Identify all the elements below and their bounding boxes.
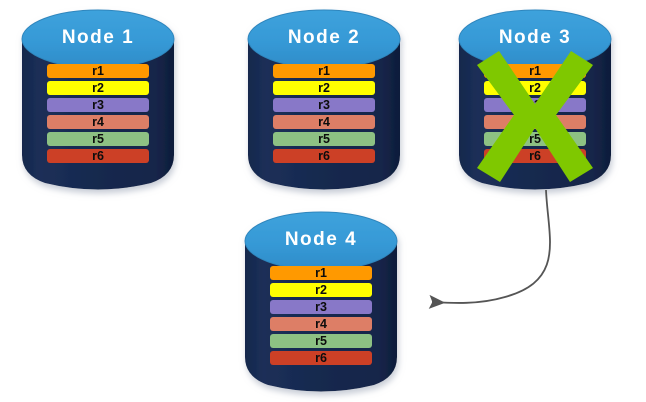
node-cylinder-node4[interactable]: Node 4 r1 r2 r3 r4 r5 r6 xyxy=(244,211,398,392)
record-label-r5: r5 xyxy=(529,132,541,146)
record-bar-r6[interactable] xyxy=(270,351,372,365)
node-title: Node 4 xyxy=(285,229,357,250)
record-bar-r4[interactable] xyxy=(273,115,375,129)
record-bar-r2[interactable] xyxy=(270,283,372,297)
record-label-r5: r5 xyxy=(318,132,330,146)
record-bar-r5[interactable] xyxy=(47,132,149,146)
record-label-r3: r3 xyxy=(92,98,104,112)
cross-x-icon xyxy=(477,51,593,182)
record-label-r6: r6 xyxy=(315,351,327,365)
record-label-r2: r2 xyxy=(529,81,541,95)
record-bar-r1[interactable] xyxy=(270,266,372,280)
record-label-r4: r4 xyxy=(318,115,330,129)
record-bar-r2[interactable] xyxy=(273,81,375,95)
node-cylinder-node1[interactable]: Node 1 r1 r2 r3 r4 r5 r6 xyxy=(21,9,175,190)
record-bar-r3[interactable] xyxy=(47,98,149,112)
record-bar-r2[interactable] xyxy=(47,81,149,95)
record-label-r1: r1 xyxy=(318,64,330,78)
record-bar-r6[interactable] xyxy=(47,149,149,163)
record-label-r2: r2 xyxy=(318,81,330,95)
record-bar-r6[interactable] xyxy=(273,149,375,163)
record-label-r5: r5 xyxy=(92,132,104,146)
record-bar-r1[interactable] xyxy=(47,64,149,78)
record-label-r5: r5 xyxy=(315,334,327,348)
record-label-r2: r2 xyxy=(92,81,104,95)
record-label-r3: r3 xyxy=(318,98,330,112)
record-stack: r1 r2 r3 r4 r5 r6 xyxy=(270,266,372,365)
node-title: Node 2 xyxy=(288,27,360,48)
record-label-r6: r6 xyxy=(92,149,104,163)
record-label-r1: r1 xyxy=(315,266,327,280)
record-label-r6: r6 xyxy=(318,149,330,163)
record-bar-r3[interactable] xyxy=(273,98,375,112)
record-stack: r1 r2 r3 r4 r5 r6 xyxy=(47,64,149,163)
node-title: Node 1 xyxy=(62,27,134,48)
record-bar-r4[interactable] xyxy=(47,115,149,129)
record-label-r3: r3 xyxy=(315,300,327,314)
record-label-r2: r2 xyxy=(315,283,327,297)
record-bar-r5[interactable] xyxy=(273,132,375,146)
record-bar-r4[interactable] xyxy=(270,317,372,331)
record-stack: r1 r2 r3 r4 r5 r6 xyxy=(273,64,375,163)
record-label-r4: r4 xyxy=(92,115,104,129)
node-cylinder-node2[interactable]: Node 2 r1 r2 r3 r4 r5 r6 xyxy=(247,9,401,190)
record-label-r1: r1 xyxy=(529,64,541,78)
record-label-r1: r1 xyxy=(92,64,104,78)
node-title: Node 3 xyxy=(499,27,571,48)
connector-node3-to-node4 xyxy=(428,189,551,309)
record-bar-r1[interactable] xyxy=(273,64,375,78)
record-bar-r3[interactable] xyxy=(270,300,372,314)
record-bar-r5[interactable] xyxy=(270,334,372,348)
record-label-r6: r6 xyxy=(529,149,541,163)
record-label-r4: r4 xyxy=(315,317,327,331)
curved-arrow-icon xyxy=(428,189,551,309)
